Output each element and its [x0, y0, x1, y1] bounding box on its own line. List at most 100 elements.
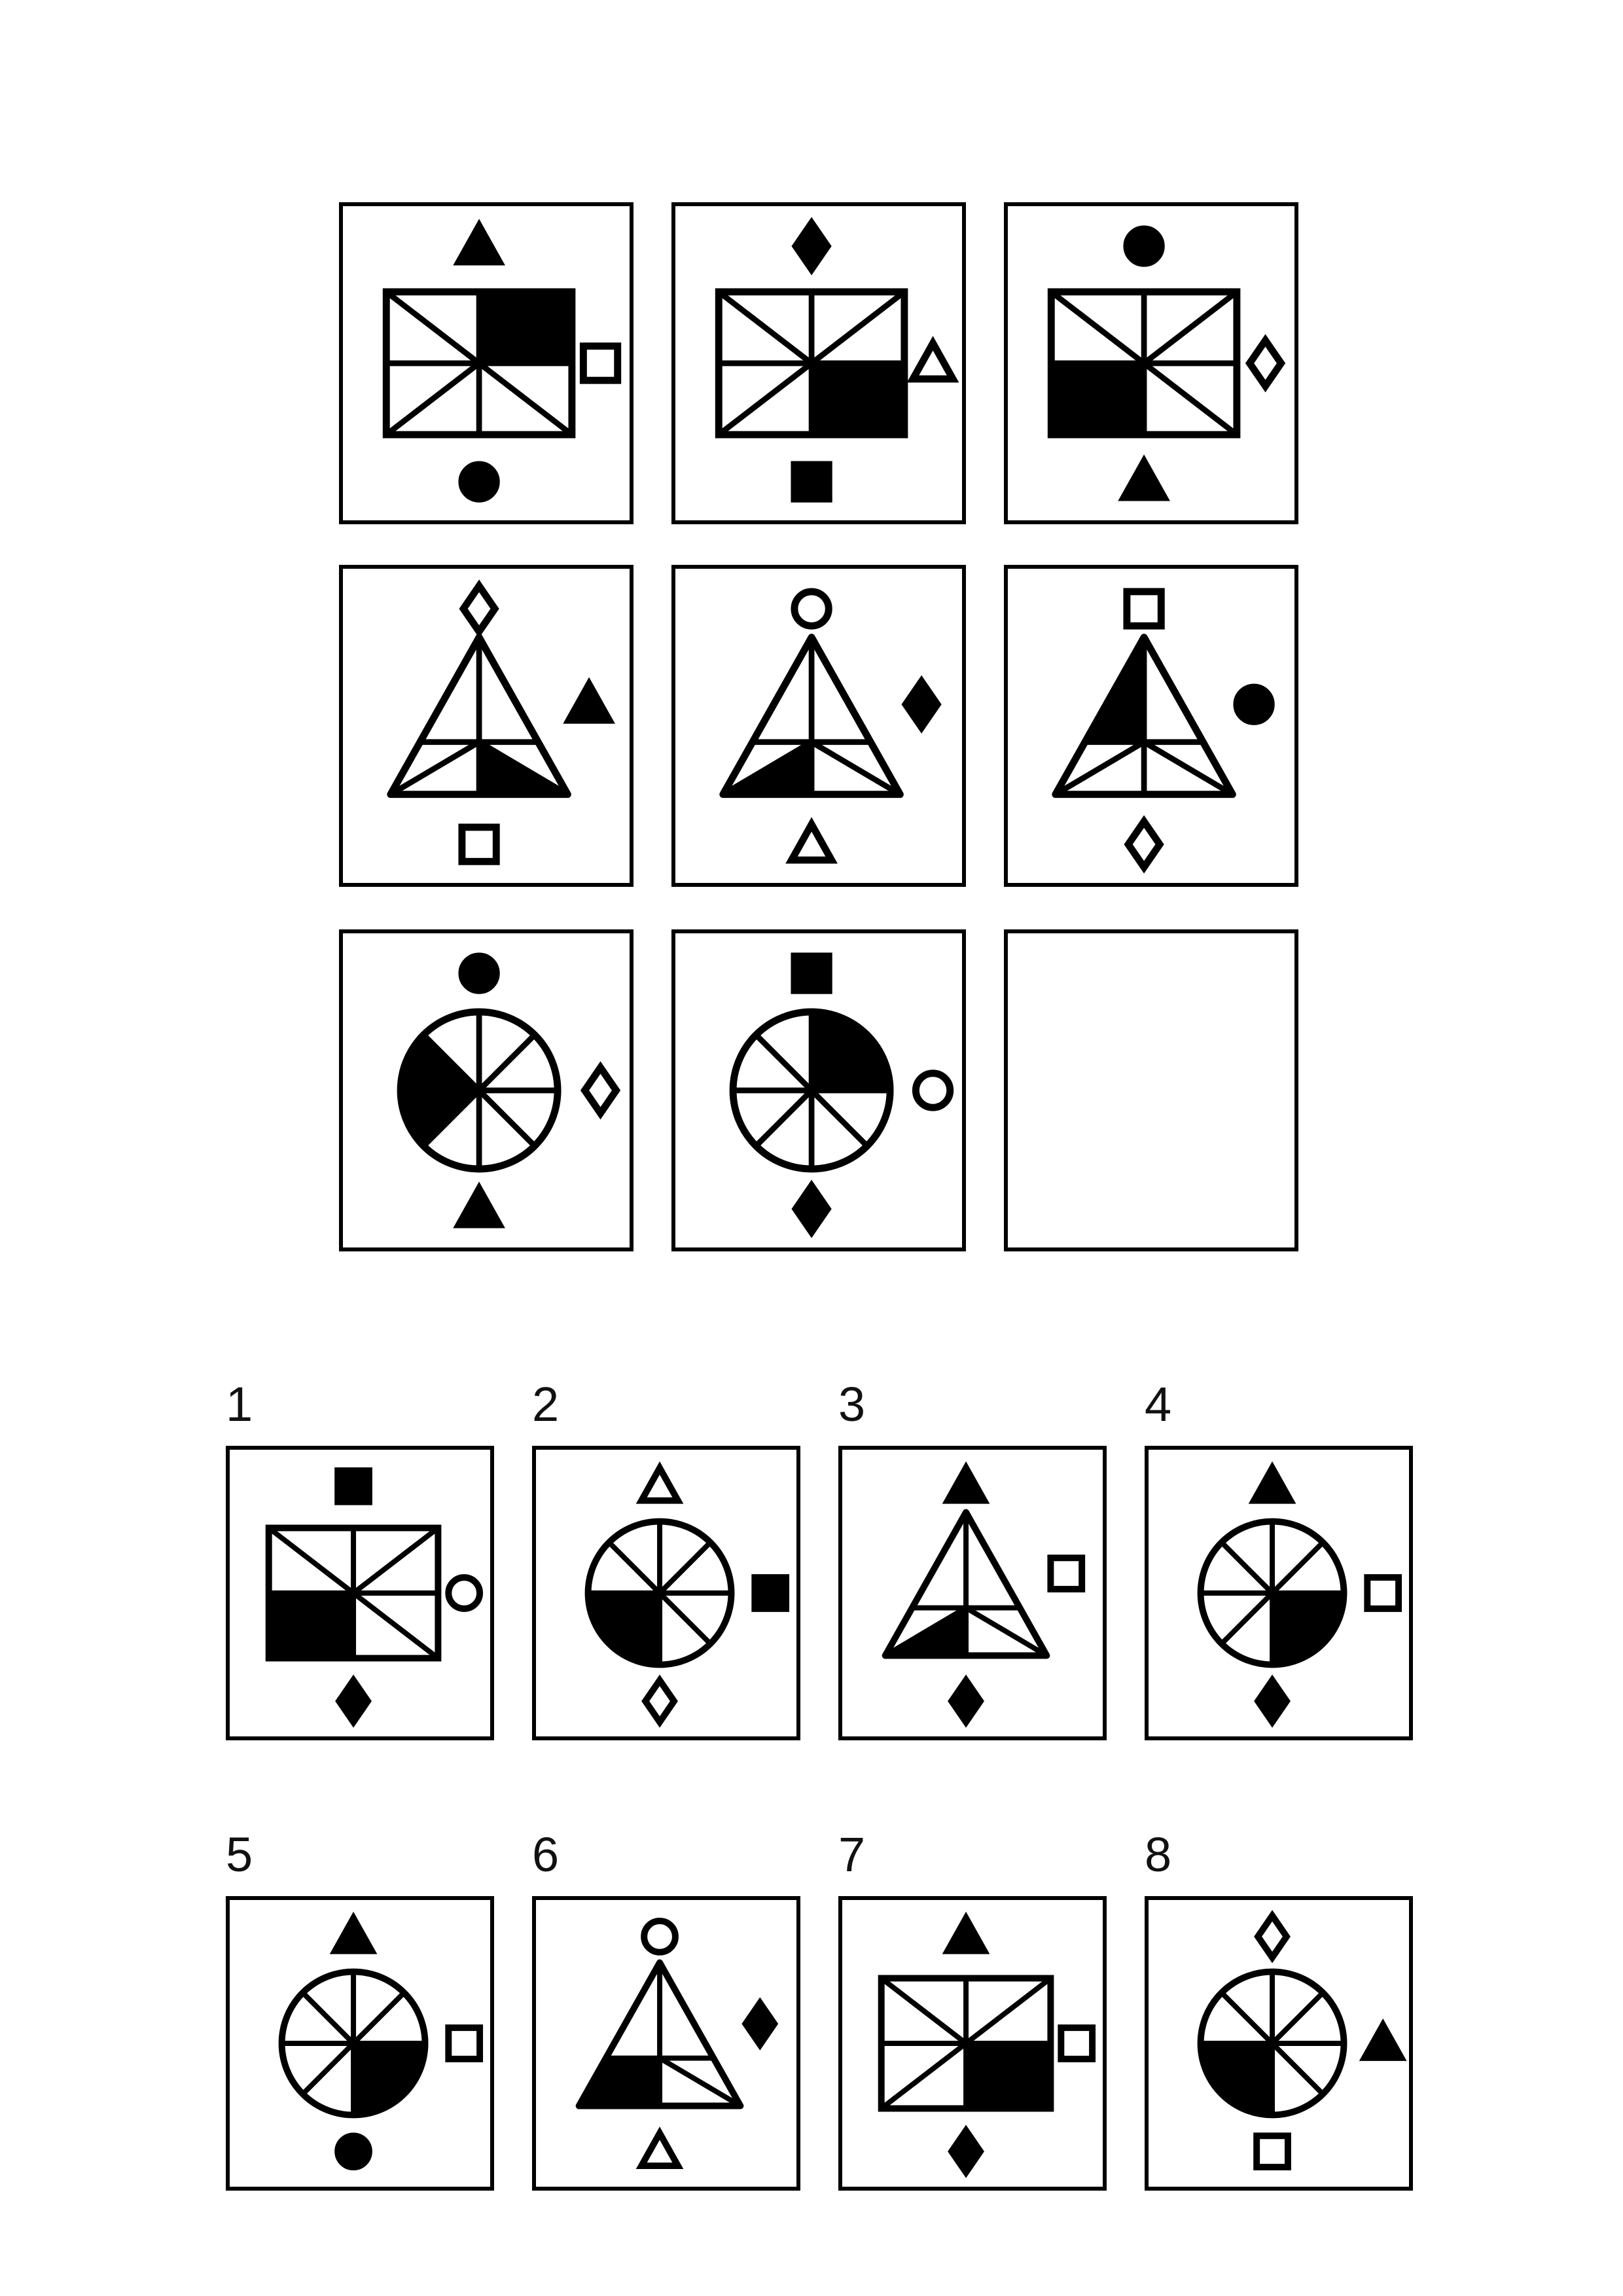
- spoke-line: [717, 289, 906, 437]
- top-diamond-outline-icon: [1254, 1910, 1291, 1964]
- rect-wheel: [715, 288, 908, 439]
- triangle-wheel: [719, 634, 904, 798]
- wheel-outline: [882, 1509, 1050, 1659]
- triangle-wheel: [882, 1509, 1050, 1659]
- right-square-outline-icon: [1058, 2024, 1096, 2062]
- wheel-outline: [584, 1518, 735, 1668]
- rect-wheel: [1047, 288, 1241, 439]
- wheel-outline: [715, 288, 908, 439]
- wheel-outline: [278, 1968, 429, 2119]
- top-circle-solid-icon: [1123, 225, 1165, 267]
- rect-wheel: [382, 288, 576, 439]
- spoke-line: [1219, 1990, 1325, 2096]
- bottom-diamond-solid-icon: [1254, 1674, 1291, 1728]
- right-square-outline-icon: [445, 2024, 484, 2062]
- option-5[interactable]: [226, 1896, 494, 2191]
- option-3-number: 3: [838, 1377, 866, 1431]
- right-circle-outline-icon: [445, 1574, 484, 1612]
- circle-wheel: [397, 1008, 562, 1173]
- matrix-r1c3-figure: [1047, 225, 1286, 501]
- option-6[interactable]: [532, 1896, 800, 2191]
- spoke-line: [389, 739, 481, 797]
- spoke-line: [880, 1976, 1052, 2111]
- spoke-line: [810, 739, 902, 797]
- top-circle-outline-icon: [791, 588, 832, 630]
- wheel-outline: [1047, 288, 1241, 439]
- option-6-number: 6: [532, 1827, 560, 1882]
- bottom-diamond-outline-icon: [1124, 815, 1164, 874]
- answer-slot-cell: [1004, 929, 1298, 1251]
- right-square-solid-icon: [751, 1574, 790, 1612]
- top-square-outline-icon: [1123, 588, 1165, 630]
- top-triangle-solid-icon: [942, 1461, 990, 1504]
- rect-wheel: [265, 1524, 442, 1662]
- option-1-number: 1: [226, 1377, 253, 1431]
- spoke-line: [754, 1033, 870, 1148]
- right-triangle-outline-icon: [906, 336, 959, 383]
- spoke-line: [577, 2056, 662, 2108]
- bottom-triangle-solid-icon: [1118, 454, 1170, 501]
- top-circle-solid-icon: [458, 952, 500, 994]
- top-triangle-solid-icon: [329, 1911, 378, 1954]
- spoke-line: [421, 1033, 537, 1148]
- right-diamond-outline-icon: [580, 1061, 621, 1120]
- spoke-line: [1219, 1540, 1325, 1646]
- bottom-diamond-outline-icon: [641, 1674, 678, 1728]
- circle-wheel: [278, 1968, 429, 2119]
- right-circle-solid-icon: [1233, 683, 1275, 725]
- option-4[interactable]: [1145, 1446, 1413, 1740]
- top-square-solid-icon: [791, 952, 832, 994]
- wheel-outline: [1197, 1518, 1347, 1668]
- matrix-r2c2-figure: [719, 588, 942, 864]
- bottom-triangle-solid-icon: [453, 1181, 505, 1229]
- matrix-cell-r2c1: [339, 565, 633, 887]
- option-5-figure: [278, 1911, 484, 2171]
- matrix-r1c1-figure: [382, 219, 622, 503]
- wheel-outline: [265, 1524, 442, 1662]
- top-diamond-outline-icon: [459, 579, 499, 638]
- spoke-line: [965, 1605, 1048, 1658]
- triangle-wheel: [387, 634, 571, 798]
- spoke-line: [267, 1526, 440, 1660]
- right-triangle-solid-icon: [563, 677, 615, 724]
- spoke-line: [1049, 289, 1239, 437]
- spoke-line: [607, 1540, 713, 1646]
- top-triangle-solid-icon: [453, 219, 505, 266]
- option-7-figure: [878, 1911, 1096, 2178]
- top-triangle-solid-icon: [942, 1911, 990, 1954]
- bottom-diamond-solid-icon: [948, 2125, 984, 2178]
- top-triangle-solid-icon: [1248, 1461, 1296, 1504]
- matrix-cell-r1c3: [1004, 202, 1298, 524]
- matrix-cell-r2c3: [1004, 565, 1298, 887]
- right-square-outline-icon: [579, 342, 622, 384]
- wheel-outline: [382, 288, 576, 439]
- option-1[interactable]: [226, 1446, 494, 1740]
- wheel-outline: [729, 1008, 894, 1173]
- matrix-cell-r1c1: [339, 202, 633, 524]
- matrix-cell-r1c2: [671, 202, 966, 524]
- option-4-number: 4: [1145, 1377, 1172, 1431]
- option-3[interactable]: [838, 1446, 1107, 1740]
- right-square-outline-icon: [1047, 1554, 1086, 1593]
- top-triangle-outline-icon: [635, 1461, 684, 1504]
- spoke-line: [384, 289, 574, 437]
- right-square-outline-icon: [1364, 1574, 1402, 1612]
- spoke-line: [883, 1605, 968, 1658]
- option-2-number: 2: [532, 1377, 560, 1431]
- top-square-solid-icon: [334, 1467, 372, 1505]
- wheel-outline: [1052, 634, 1236, 798]
- matrix-cell-r3c2: [671, 929, 966, 1251]
- option-2[interactable]: [532, 1446, 800, 1740]
- circle-wheel: [729, 1008, 894, 1173]
- top-circle-outline-icon: [641, 1917, 679, 1956]
- option-4-figure: [1197, 1461, 1402, 1728]
- option-7[interactable]: [838, 1896, 1107, 2191]
- circle-wheel: [584, 1518, 735, 1668]
- right-circle-outline-icon: [912, 1069, 954, 1111]
- option-8[interactable]: [1145, 1896, 1413, 2191]
- option-7-number: 7: [838, 1827, 866, 1882]
- right-diamond-solid-icon: [741, 1997, 779, 2051]
- right-diamond-outline-icon: [1245, 334, 1286, 393]
